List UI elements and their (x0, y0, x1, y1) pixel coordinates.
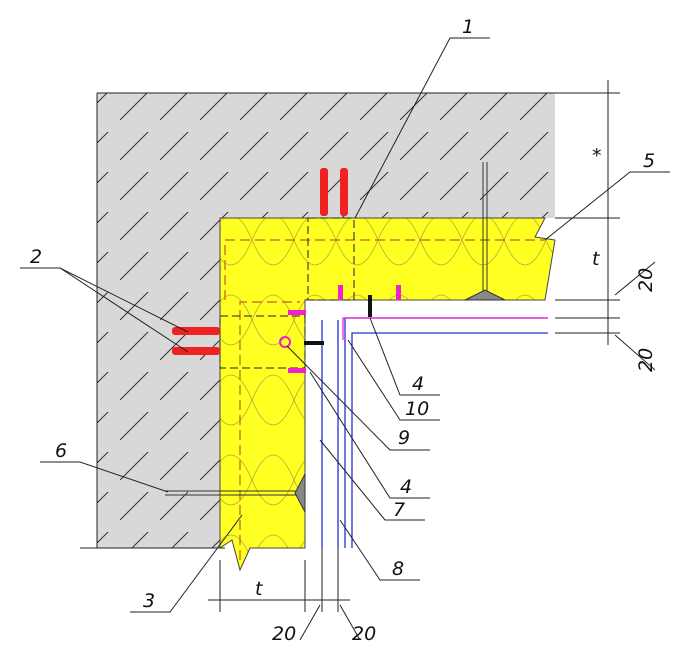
dim-right-20a: 20 (635, 268, 657, 292)
dim-right-t: t (592, 248, 601, 270)
callout-9: 9 (398, 427, 410, 449)
callout-10: 10 (405, 398, 429, 420)
callout-leaders (20, 37, 670, 613)
dim-bottom-t: t (255, 578, 264, 600)
dimensions-bottom (208, 548, 361, 641)
callout-4a: 4 (412, 373, 424, 395)
insulation-fasteners (165, 162, 506, 513)
dim-right-top: * (592, 145, 602, 167)
callout-1: 1 (462, 16, 474, 38)
concrete-wall (97, 93, 555, 548)
dim-bottom-20b: 20 (352, 623, 376, 645)
callout-3: 3 (143, 590, 155, 612)
callout-8: 8 (392, 558, 404, 580)
callout-2: 2 (30, 246, 42, 268)
callout-6: 6 (55, 440, 67, 462)
anchor-dowels (172, 168, 401, 373)
dim-bottom-20a: 20 (272, 623, 296, 645)
callout-4b: 4 (400, 476, 412, 498)
callout-5: 5 (643, 150, 655, 172)
dim-right-20b: 20 (635, 348, 657, 372)
metal-profiles (321, 317, 548, 548)
dimensions-right (555, 80, 656, 371)
callout-7: 7 (393, 499, 405, 521)
insulation (219, 217, 556, 572)
